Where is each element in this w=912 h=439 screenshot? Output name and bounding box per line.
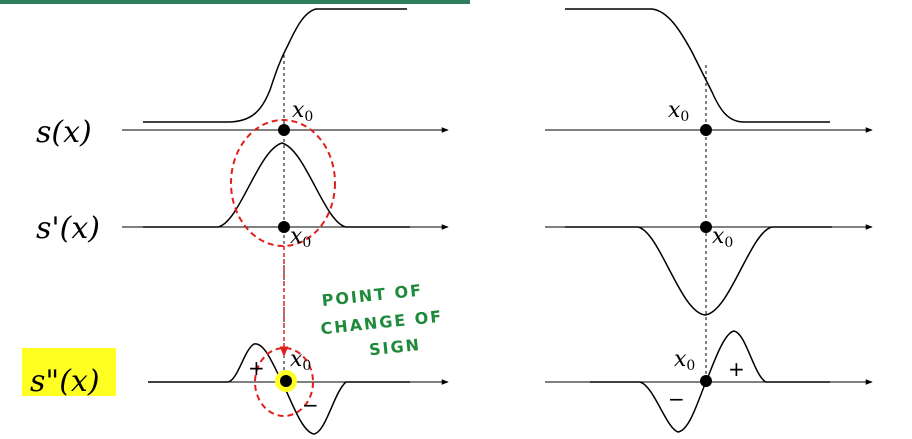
- minus-sign-right: −: [668, 387, 685, 411]
- label-s: s(x): [36, 115, 92, 150]
- highlight-circle-peak: [230, 119, 336, 247]
- plus-sign-left: +: [248, 356, 265, 380]
- point-x0-sprime-left: [278, 221, 290, 233]
- minus-sign-left: −: [302, 393, 319, 417]
- plus-sign-right: +: [728, 357, 745, 381]
- point-x0-s-right: [700, 124, 712, 136]
- label-s-prime: s'(x): [36, 211, 100, 246]
- x0-label-sdoubleprime-right: x0: [674, 347, 695, 374]
- header-bar: [0, 0, 470, 4]
- annotation-line-3: SIGN: [368, 335, 422, 359]
- annotation-line-1: POINT OF: [321, 281, 424, 311]
- label-s-double-prime: s"(x): [30, 364, 100, 399]
- point-x0-sprime-right: [700, 221, 712, 233]
- x0-label-s-left: x0: [292, 98, 313, 125]
- point-x0-s-left: [278, 124, 290, 136]
- curve-sprime-left: [143, 142, 410, 228]
- x0-label-sdoubleprime-left: x0: [290, 347, 311, 374]
- curve-s-right: [565, 8, 830, 123]
- highlight-circle-zero-crossing: [254, 347, 314, 417]
- point-x0-sdoubleprime-right: [700, 375, 712, 387]
- annotation-line-2: CHANGE OF: [320, 307, 444, 339]
- label-s-double-prime-highlight: [22, 348, 116, 396]
- annotation-point-of-change-of-sign: POINT OF CHANGE OF SIGN: [320, 281, 444, 360]
- x0-label-s-right: x0: [668, 98, 689, 125]
- point-x0-sdoubleprime-left: [280, 375, 292, 387]
- curve-sprime-right: [565, 226, 832, 316]
- x0-label-sprime-left: x0: [290, 224, 311, 251]
- curve-s-left: [143, 8, 407, 123]
- x0-label-sprime-right: x0: [712, 224, 733, 251]
